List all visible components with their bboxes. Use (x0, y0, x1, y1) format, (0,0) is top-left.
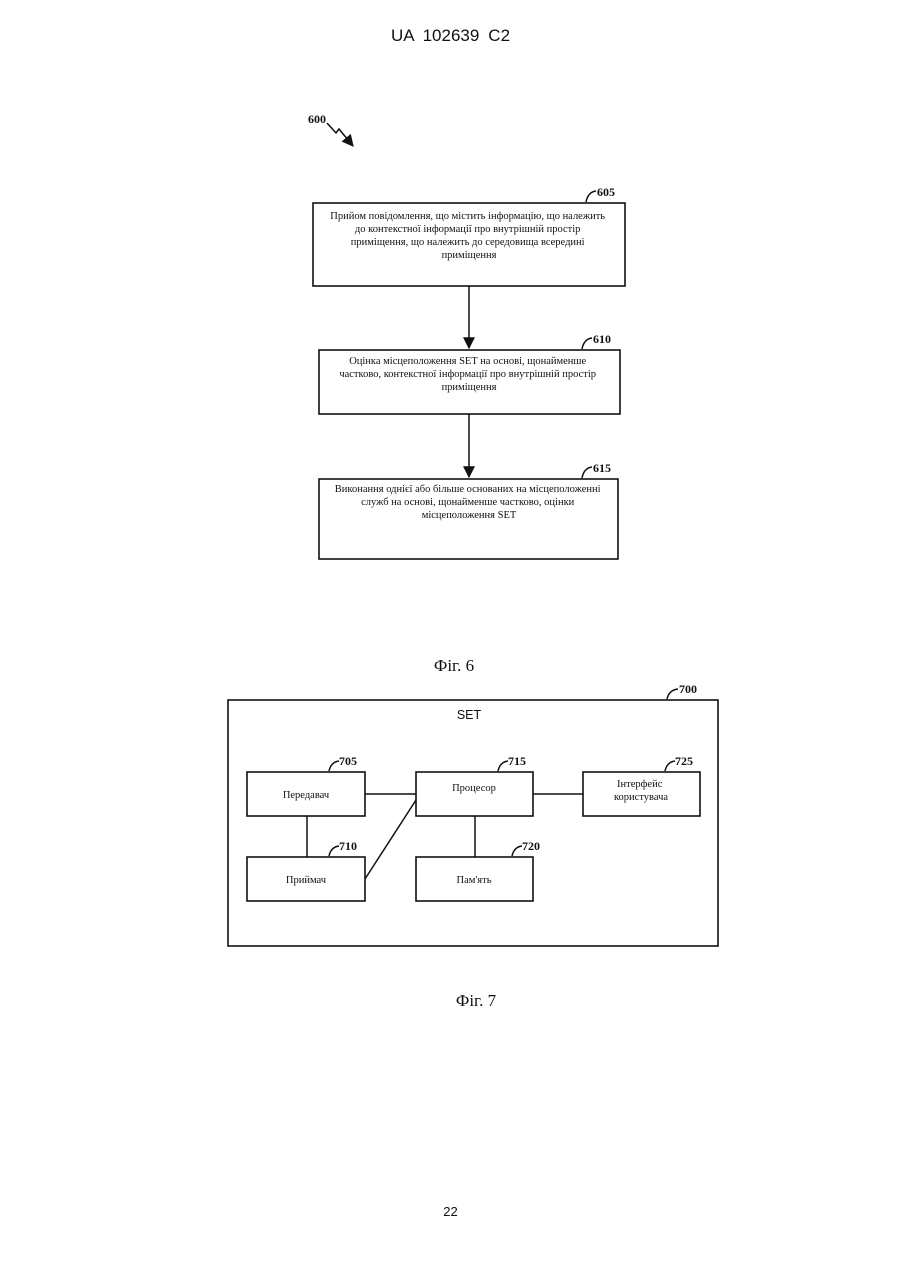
step-615-line: служб на основі, щонайменше частково, оц… (361, 497, 575, 508)
block-715-ref: 715 (508, 754, 526, 768)
block-725-line: Інтерфейс (617, 779, 663, 790)
step-610-line: Оцінка місцеположення SET на основі, щон… (349, 356, 586, 367)
block-725-ref: 725 (675, 754, 693, 768)
step-605-line: приміщення, що належить до середовища вс… (351, 237, 585, 248)
step-610-line: приміщення (442, 382, 497, 393)
step-615-leader (582, 467, 592, 478)
step-605-leader (586, 191, 596, 202)
fig6-flowchart: 600 605 Прийом повідомлення, що містить … (308, 112, 625, 675)
fig7-ref: 700 (679, 682, 697, 696)
step-615-line: Виконання однієї або більше основаних на… (335, 484, 601, 495)
block-705-label: Передавач (283, 790, 330, 801)
fig6-ref-arrow (327, 123, 353, 146)
block-720-label: Пам'ять (457, 875, 492, 886)
fig7-caption: Фіг. 7 (456, 991, 497, 1010)
set-container-label: SET (457, 708, 482, 722)
step-605-line: приміщення (442, 250, 497, 261)
step-610-line: частково, контекстної інформації про вну… (339, 369, 596, 380)
step-605: 605 Прийом повідомлення, що містить інфо… (313, 185, 625, 286)
set-container (228, 700, 718, 946)
block-710-label: Приймач (286, 875, 327, 886)
block-710-ref: 710 (339, 839, 357, 853)
fig7-ref-leader (667, 689, 678, 699)
page-number: 22 (0, 1204, 901, 1219)
block-725-line: користувача (614, 792, 668, 803)
block-705-ref: 705 (339, 754, 357, 768)
fig7-block-diagram: 700 SET 705 Передавач 710 Приймач (228, 682, 718, 1010)
block-715-label: Процесор (452, 783, 496, 794)
step-615-ref: 615 (593, 461, 611, 475)
step-610-leader (582, 338, 592, 349)
block-715-box (416, 772, 533, 816)
step-615-line: місцеположення SET (422, 510, 517, 521)
step-605-line: Прийом повідомлення, що містить інформац… (330, 211, 605, 222)
fig6-caption: Фіг. 6 (434, 656, 474, 675)
fig6-ref-label: 600 (308, 112, 326, 126)
step-605-line: до контекстної інформації про внутрішній… (355, 224, 581, 235)
step-605-ref: 605 (597, 185, 615, 199)
step-610-ref: 610 (593, 332, 611, 346)
block-720-ref: 720 (522, 839, 540, 853)
